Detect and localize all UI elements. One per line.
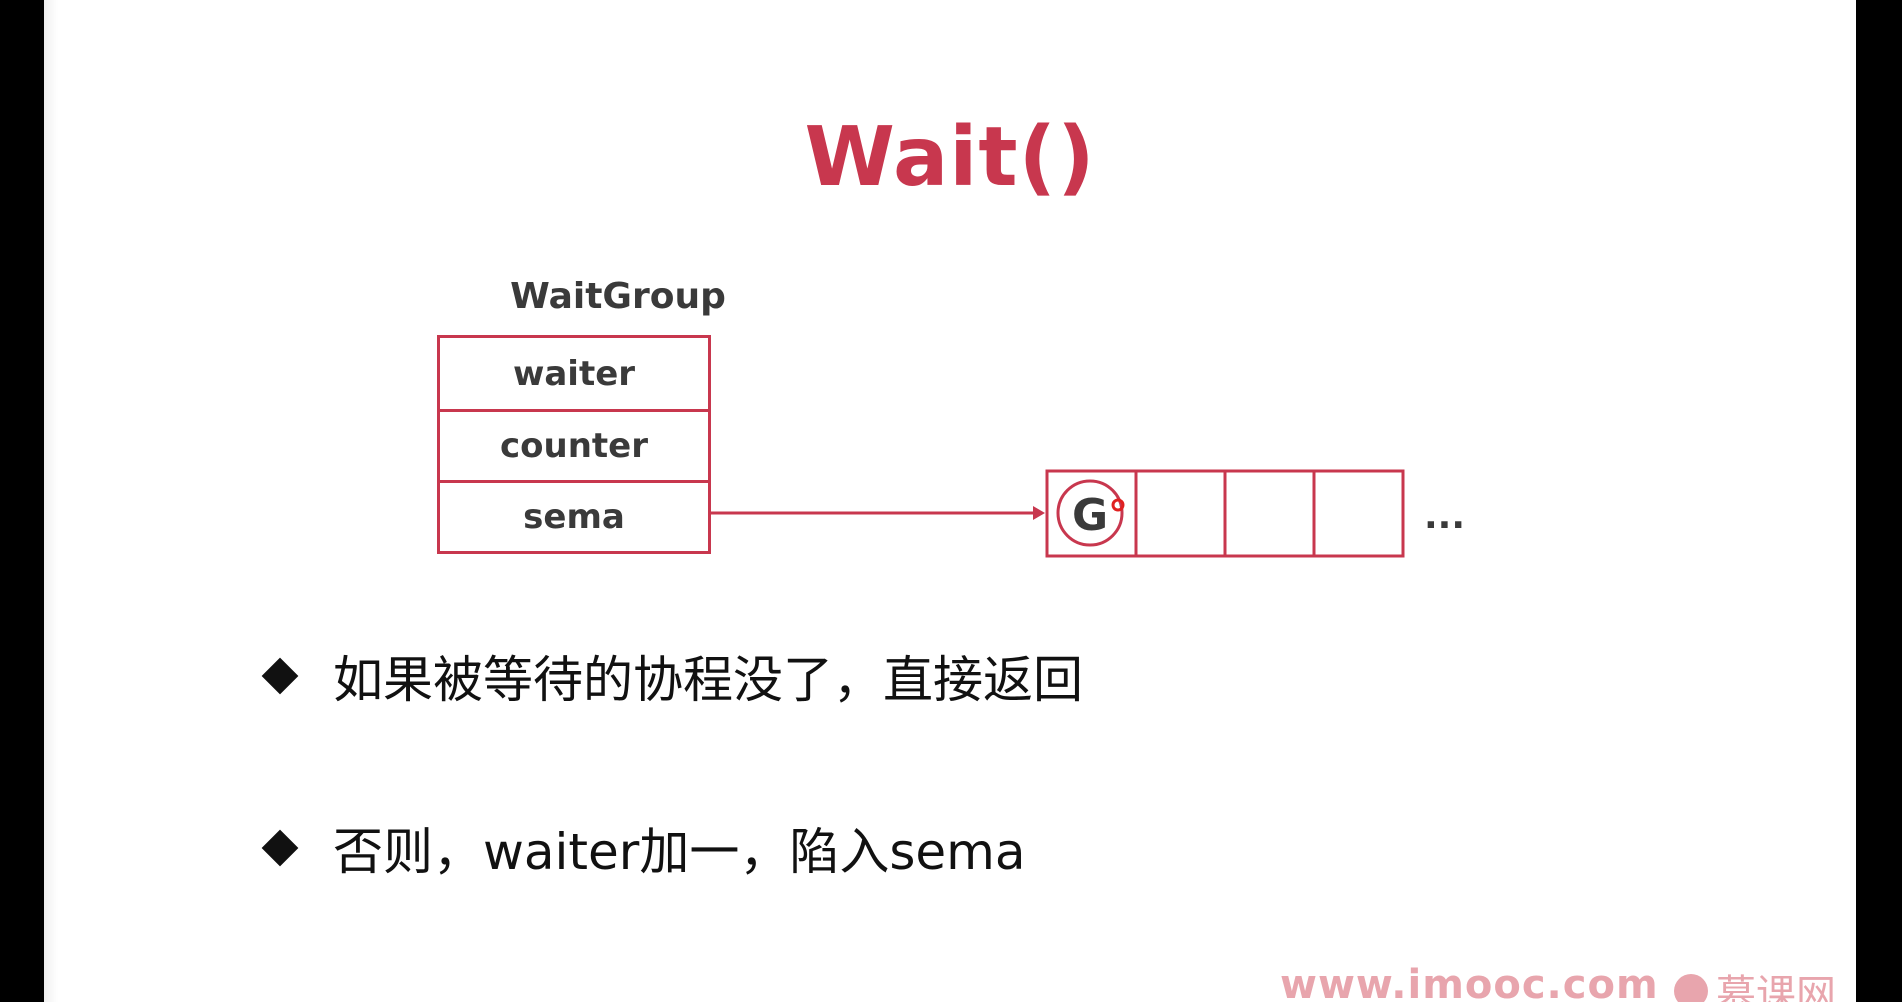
bullet-text: 否则，waiter加一，陷入sema — [333, 823, 1026, 881]
queue-cell — [1134, 469, 1227, 558]
queue-cell — [1312, 469, 1405, 558]
bullet-item: 如果被等待的协程没了，直接返回 — [259, 640, 1083, 712]
goroutine-circle — [1056, 479, 1124, 547]
field-sema: sema — [440, 480, 708, 551]
slide-title: Wait() — [804, 110, 1096, 205]
goroutine-label: G — [1072, 490, 1108, 541]
diagram-canvas: G ... — [711, 469, 1465, 558]
field-counter: counter — [440, 409, 708, 480]
flame-logo-icon — [1674, 974, 1708, 1002]
watermark-url: www.imooc.com — [1280, 962, 1659, 1002]
field-waiter: waiter — [512, 353, 636, 394]
queue-ellipsis: ... — [1424, 496, 1465, 537]
watermark-brand: 慕课网 — [1674, 962, 1836, 1002]
struct-name: WaitGroup — [510, 276, 726, 317]
arrow-head-icon — [1033, 506, 1045, 520]
cursor-dot-icon — [1111, 498, 1125, 512]
slide: Wait() WaitGroup waiter counter sema G .… — [44, 0, 1856, 1002]
watermark-brand-text: 慕课网 — [1716, 972, 1836, 1002]
diamond-bullet-icon — [261, 829, 299, 867]
waitgroup-struct: waiter counter sema — [437, 335, 711, 554]
sema-queue — [1045, 469, 1405, 558]
queue-cell — [1223, 469, 1316, 558]
diamond-bullet-icon — [261, 657, 299, 695]
bullet-item: 否则，waiter加一，陷入sema — [259, 812, 1026, 884]
bullet-text: 如果被等待的协程没了，直接返回 — [333, 651, 1083, 709]
